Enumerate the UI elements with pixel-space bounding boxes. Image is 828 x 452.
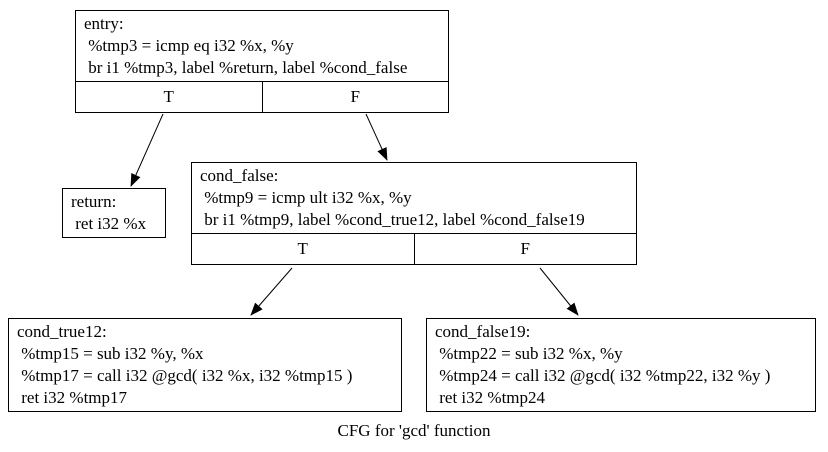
block-label: cond_false: [200,166,279,185]
basic-block-body: cond_false19: %tmp22 = sub i32 %x, %y %t… [427,319,815,411]
node-cond-false: cond_false: %tmp9 = icmp ult i32 %x, %y … [191,162,637,265]
instruction: %tmp17 = call i32 @gcd( i32 %x, i32 %tmp… [17,366,353,385]
edge-cond-false-false-to-cond-false19 [539,267,579,316]
branch-ports: T F [192,233,636,264]
branch-ports: T F [76,81,448,112]
port-false: F [261,82,449,112]
instruction: %tmp9 = icmp ult i32 %x, %y [200,188,412,207]
basic-block-body: cond_true12: %tmp15 = sub i32 %y, %x %tm… [9,319,401,411]
instruction: br i1 %tmp3, label %return, label %cond_… [84,58,408,77]
port-true: T [163,87,174,106]
port-false: F [413,234,637,264]
edge-cond-false-true-to-cond-true12 [250,267,293,316]
node-cond-false19: cond_false19: %tmp22 = sub i32 %x, %y %t… [426,318,816,412]
instruction: %tmp24 = call i32 @gcd( i32 %tmp22, i32 … [435,366,771,385]
instruction: %tmp22 = sub i32 %x, %y [435,344,623,363]
basic-block-body: entry: %tmp3 = icmp eq i32 %x, %y br i1 … [76,11,448,81]
instruction: br i1 %tmp9, label %cond_true12, label %… [200,210,585,229]
instruction: ret i32 %tmp17 [17,388,128,407]
block-label: return: [71,192,117,211]
block-label: cond_false19: [435,322,531,341]
edge-entry-true-to-return [130,113,164,187]
basic-block-body: cond_false: %tmp9 = icmp ult i32 %x, %y … [192,163,636,233]
block-label: entry: [84,14,124,33]
instruction: ret i32 %tmp24 [435,388,546,407]
instruction: ret i32 %x [71,214,147,233]
basic-block-body: return: ret i32 %x [63,189,165,237]
node-cond-true12: cond_true12: %tmp15 = sub i32 %y, %x %tm… [8,318,402,412]
port-true: T [297,239,308,258]
edge-entry-false-to-cond-false [365,113,388,161]
block-label: cond_true12: [17,322,107,341]
node-return: return: ret i32 %x [62,188,166,238]
instruction: %tmp15 = sub i32 %y, %x [17,344,204,363]
graph-caption: CFG for 'gcd' function [337,421,491,440]
node-entry: entry: %tmp3 = icmp eq i32 %x, %y br i1 … [75,10,449,113]
instruction: %tmp3 = icmp eq i32 %x, %y [84,36,294,55]
